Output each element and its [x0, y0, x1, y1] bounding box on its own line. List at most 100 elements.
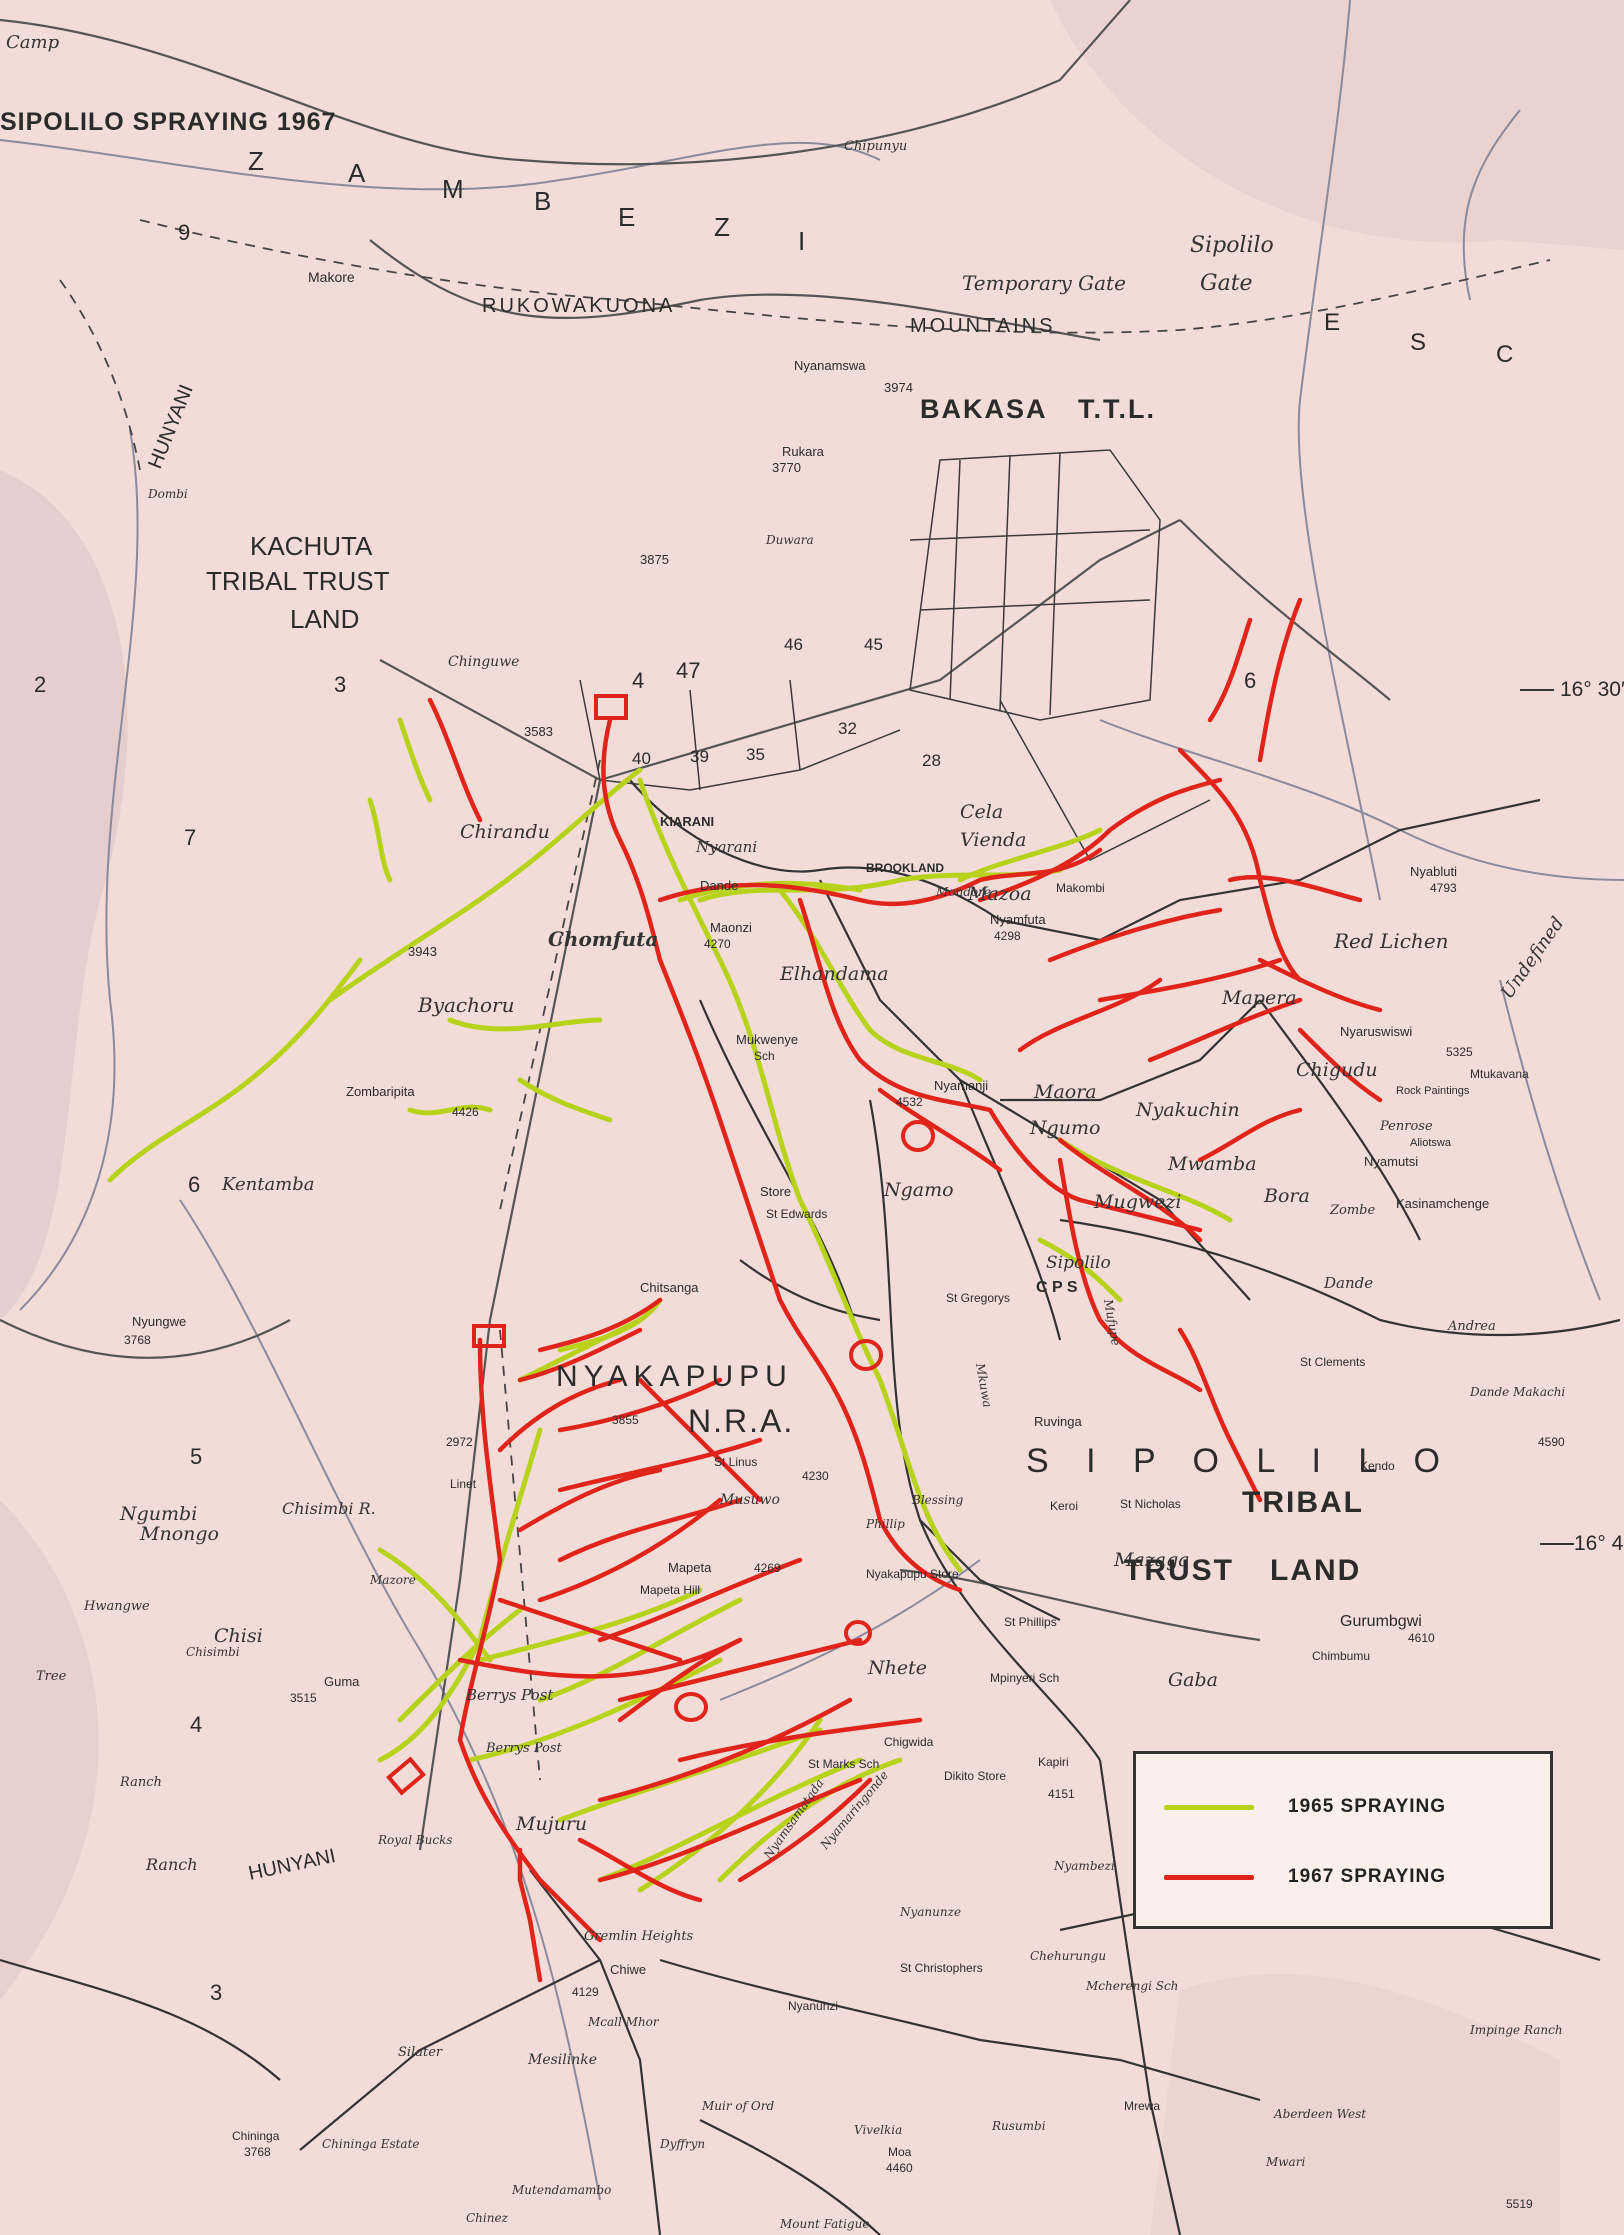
svg-text:4793: 4793 [1430, 881, 1457, 895]
svg-text:Gremlin Heights: Gremlin Heights [584, 1929, 694, 1944]
svg-text:7: 7 [184, 825, 196, 850]
svg-text:4129: 4129 [572, 1985, 599, 1999]
legend-item-1967: 1967 SPRAYING [1164, 1866, 1446, 1888]
spray-1967-routes [427, 597, 1383, 1983]
svg-text:Nyarani: Nyarani [695, 838, 757, 856]
sipolilo-label: S I P O L I L O [1026, 1442, 1454, 1480]
svg-text:Nyakapupu Store: Nyakapupu Store [866, 1567, 959, 1581]
svg-text:Nyanamswa: Nyanamswa [794, 358, 866, 373]
svg-text:A: A [348, 158, 366, 188]
svg-text:4610: 4610 [1408, 1631, 1435, 1645]
svg-text:4298: 4298 [994, 929, 1021, 943]
mountains-label: MOUNTAINS [910, 315, 1056, 337]
svg-text:3768: 3768 [124, 1333, 151, 1347]
svg-text:Ngamo: Ngamo [883, 1179, 954, 1201]
svg-text:Aberdeen West: Aberdeen West [1273, 2107, 1366, 2121]
bakasa-label: BAKASA [920, 394, 1048, 424]
svg-text:Nyungwe: Nyungwe [132, 1314, 186, 1329]
svg-text:Mpinyeri Sch: Mpinyeri Sch [990, 1671, 1059, 1685]
svg-text:Keroi: Keroi [1050, 1499, 1078, 1513]
svg-text:Chirandu: Chirandu [460, 821, 550, 843]
svg-text:Mesilinke: Mesilinke [527, 2052, 597, 2068]
svg-text:46: 46 [784, 635, 803, 654]
svg-text:Kendo: Kendo [1360, 1459, 1395, 1473]
esc-labels: E S C [1324, 309, 1513, 368]
svg-text:Chigwida: Chigwida [884, 1735, 934, 1749]
svg-text:Dyffryn: Dyffryn [659, 2137, 705, 2151]
svg-text:Mazoa: Mazoa [967, 883, 1032, 905]
svg-text:Z: Z [714, 212, 730, 242]
svg-text:32: 32 [838, 719, 857, 738]
svg-text:5: 5 [190, 1444, 202, 1469]
svg-text:Cela: Cela [960, 801, 1003, 823]
svg-text:Gaba: Gaba [1168, 1669, 1218, 1691]
svg-text:9: 9 [178, 220, 190, 245]
svg-text:Ranch: Ranch [145, 1855, 198, 1874]
svg-text:Dande: Dande [1323, 1274, 1373, 1292]
grid-numbers: 9 2 3 4 47 7 6 5 4 3 6 40 39 35 32 46 45… [34, 220, 1256, 2005]
svg-text:Zombe: Zombe [1329, 1203, 1376, 1218]
svg-text:Gate: Gate [1200, 271, 1253, 296]
svg-text:Guma: Guma [324, 1674, 360, 1689]
rukowakuona-label: RUKOWAKUONA [482, 295, 675, 317]
trust-label: TRUST [1124, 1554, 1234, 1587]
svg-text:Makombi: Makombi [1056, 881, 1105, 895]
svg-text:Ranch: Ranch [119, 1775, 162, 1790]
kachuta-label: KACHUTA [250, 531, 373, 561]
svg-text:4426: 4426 [452, 1105, 479, 1119]
svg-text:3: 3 [334, 672, 346, 697]
map-title: SIPOLILO SPRAYING 1967 [0, 108, 336, 136]
svg-text:E: E [1324, 309, 1340, 336]
svg-text:Z: Z [248, 146, 264, 176]
svg-text:4460: 4460 [886, 2161, 913, 2175]
svg-text:C P S: C P S [1036, 1279, 1078, 1296]
svg-text:Duwara: Duwara [765, 533, 814, 547]
svg-text:M: M [442, 174, 464, 204]
handwritten-names: Ngumbi Chirandu Cela Vienda Mazoa Elhand… [36, 801, 1378, 1835]
svg-text:3875: 3875 [640, 552, 669, 567]
svg-text:Makore: Makore [308, 269, 355, 285]
svg-text:Nyamutsi: Nyamutsi [1364, 1154, 1418, 1169]
svg-text:Nyakuchin: Nyakuchin [1135, 1099, 1240, 1121]
svg-text:Chininga: Chininga [232, 2129, 280, 2143]
svg-text:Dikito Store: Dikito Store [944, 1769, 1006, 1783]
zambezi-label: Z A M B E Z I [248, 146, 805, 256]
svg-text:4532: 4532 [896, 1095, 923, 1109]
svg-text:39: 39 [690, 747, 709, 766]
svg-text:Chomfuta: Chomfuta [548, 927, 658, 951]
svg-text:Mutendamambo: Mutendamambo [511, 2183, 611, 2197]
nra-label: N.R.A. [688, 1403, 794, 1439]
svg-text:St Nicholas: St Nicholas [1120, 1497, 1181, 1511]
svg-text:Dombi: Dombi [147, 487, 188, 501]
legend-swatch-1965 [1164, 1804, 1254, 1810]
svg-text:Byachoru: Byachoru [417, 993, 514, 1017]
svg-text:Aliotswa: Aliotswa [1410, 1137, 1452, 1149]
svg-text:Rusumbi: Rusumbi [991, 2119, 1046, 2133]
legend-label-1967: 1967 SPRAYING [1288, 1866, 1447, 1887]
svg-text:Chigudu: Chigudu [1296, 1059, 1378, 1081]
dashed-boundaries [59, 219, 1551, 1781]
svg-text:Kentamba: Kentamba [221, 1174, 315, 1195]
svg-text:BROOKLAND: BROOKLAND [866, 861, 944, 875]
svg-text:St Clements: St Clements [1300, 1355, 1365, 1369]
svg-text:6: 6 [1244, 668, 1256, 693]
svg-text:Sipolilo: Sipolilo [1046, 1253, 1111, 1273]
svg-text:Silater: Silater [398, 2045, 443, 2060]
svg-text:Andrea: Andrea [1447, 1319, 1496, 1334]
svg-text:Vivelkia: Vivelkia [854, 2123, 902, 2137]
svg-text:Mrewa: Mrewa [1124, 2099, 1160, 2113]
svg-text:Mondore: Mondore [935, 885, 991, 899]
svg-text:28: 28 [922, 751, 941, 770]
svg-text:Mnongo: Mnongo [139, 1523, 219, 1545]
svg-text:Dande: Dande [700, 878, 738, 893]
svg-text:Chitsanga: Chitsanga [640, 1280, 699, 1295]
svg-text:Rock Paintings: Rock Paintings [1396, 1085, 1470, 1097]
svg-text:Maora: Maora [1033, 1081, 1097, 1103]
svg-text:6: 6 [188, 1172, 200, 1197]
svg-text:Mwari: Mwari [1265, 2155, 1305, 2169]
svg-text:Ruvinga: Ruvinga [1034, 1414, 1082, 1429]
svg-text:Nyabluti: Nyabluti [1410, 864, 1457, 879]
svg-text:4269: 4269 [754, 1561, 781, 1575]
